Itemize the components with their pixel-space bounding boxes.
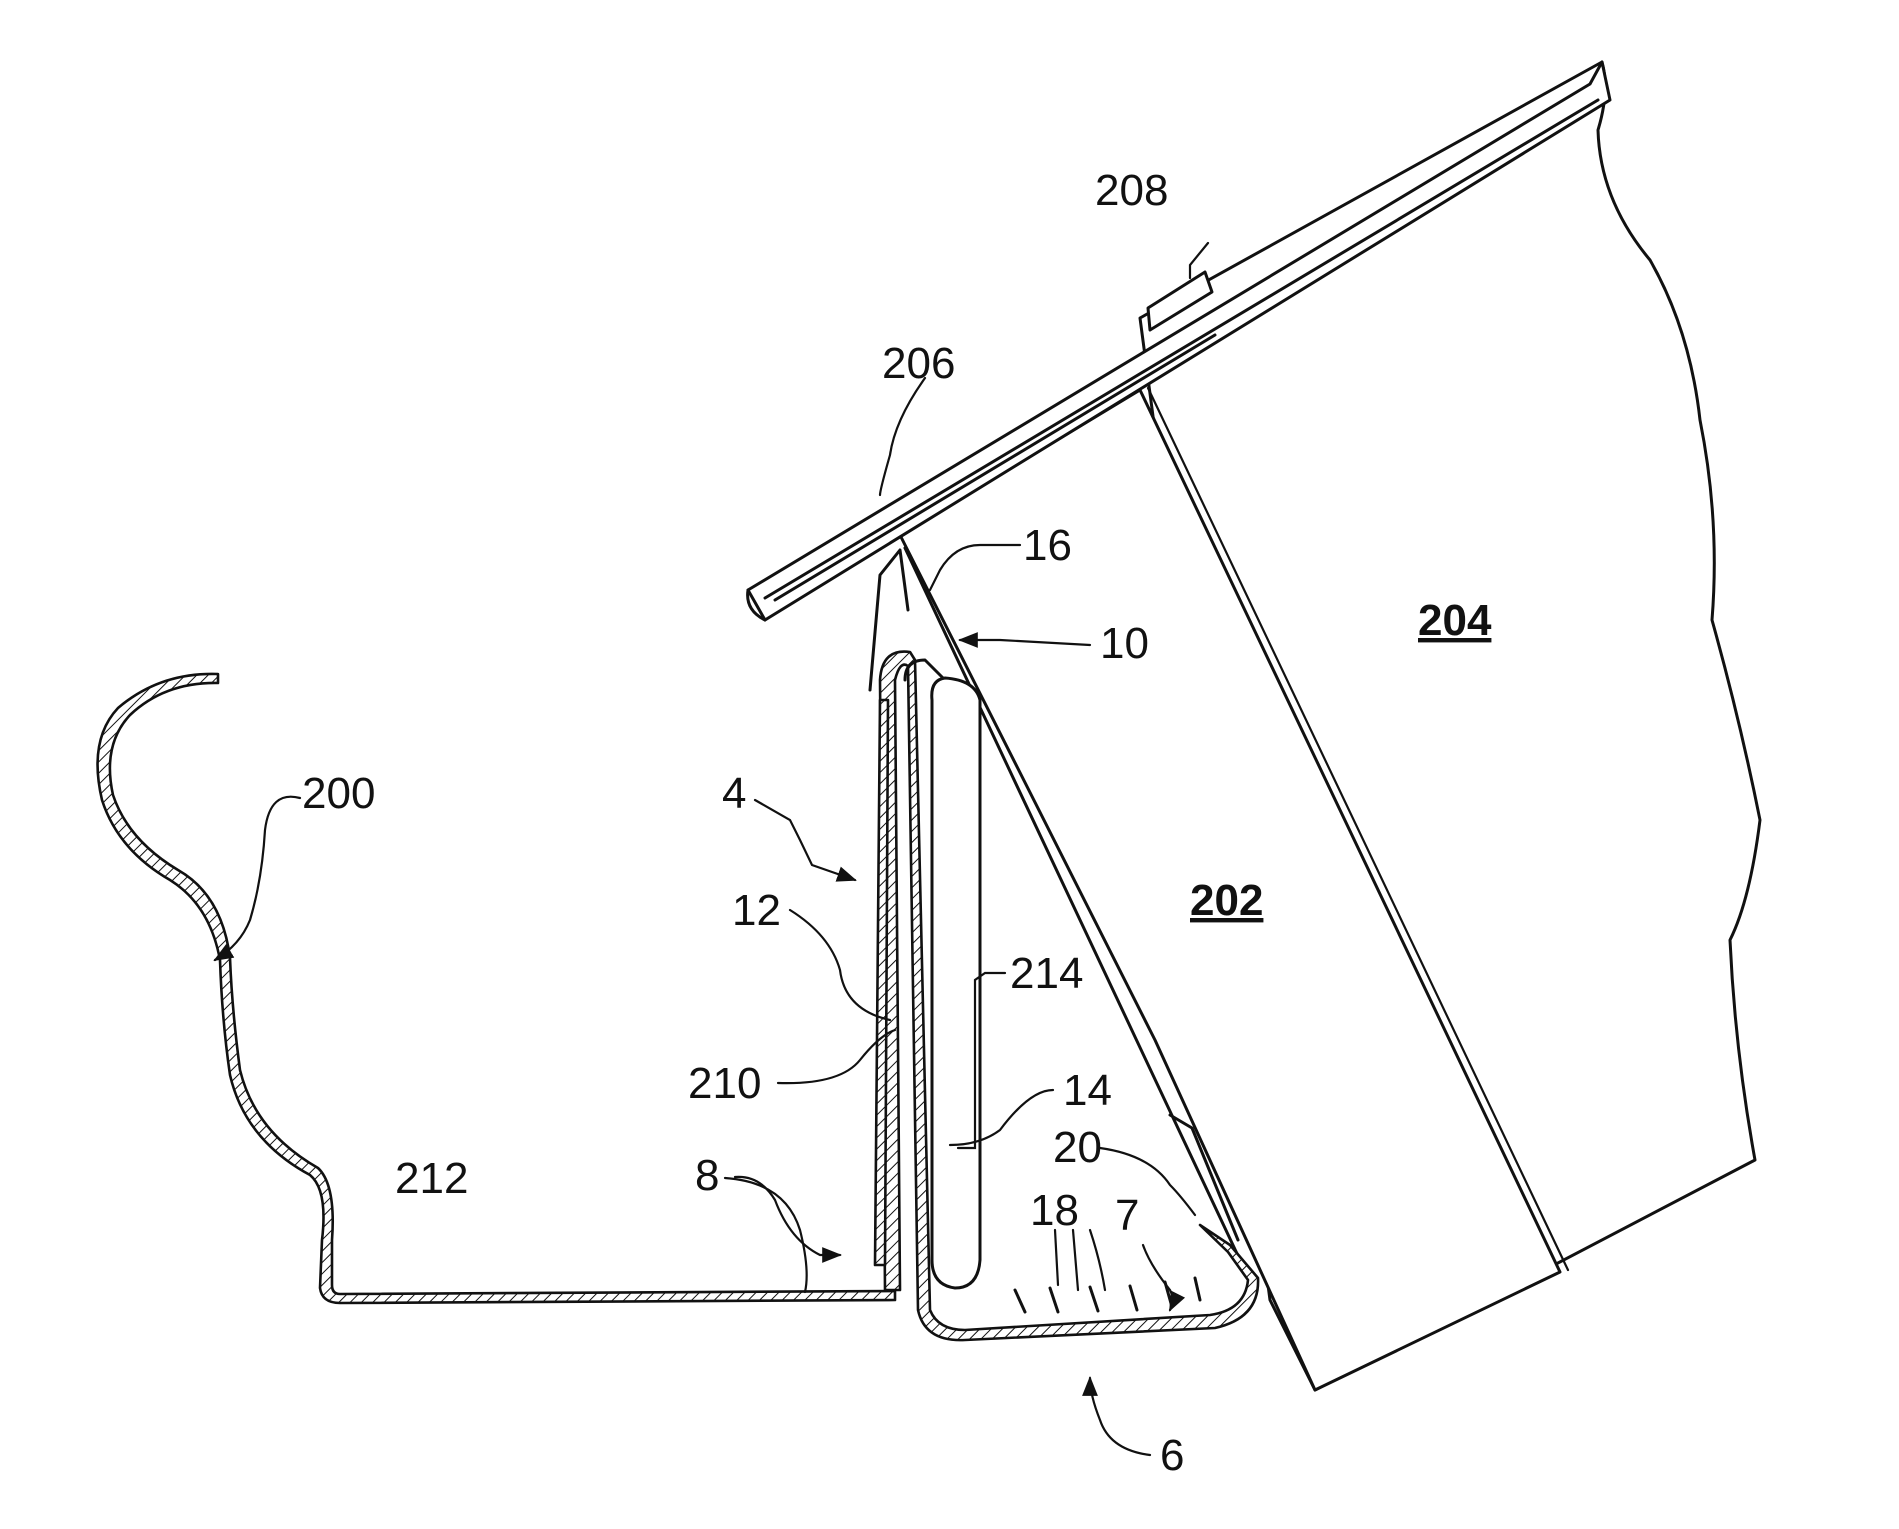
label-6: 6 xyxy=(1160,1431,1184,1480)
leader-8 xyxy=(735,1177,840,1255)
label-4: 4 xyxy=(722,769,746,818)
leader-12 xyxy=(790,910,890,1020)
leader-6 xyxy=(1090,1378,1150,1455)
label-10: 10 xyxy=(1100,619,1149,668)
label-18: 18 xyxy=(1030,1186,1079,1235)
gutter-200 xyxy=(98,674,895,1303)
label-214: 214 xyxy=(1010,949,1083,998)
label-20: 20 xyxy=(1053,1123,1102,1172)
leader-200 xyxy=(215,797,300,960)
label-7: 7 xyxy=(1115,1191,1139,1240)
leader-18b xyxy=(1073,1230,1078,1290)
label-12: 12 xyxy=(732,886,781,935)
leader-7 xyxy=(1143,1245,1173,1310)
label-200: 200 xyxy=(302,769,375,818)
label-16: 16 xyxy=(1023,521,1072,570)
label-208: 208 xyxy=(1095,166,1168,215)
label-14: 14 xyxy=(1063,1066,1112,1115)
label-210: 210 xyxy=(688,1059,761,1108)
leader-18c xyxy=(1090,1230,1105,1290)
leader-4 xyxy=(755,800,855,880)
label-212: 212 xyxy=(395,1154,468,1203)
leader-18a xyxy=(1055,1230,1058,1285)
label-8: 8 xyxy=(695,1151,719,1200)
label-204: 204 xyxy=(1418,596,1492,645)
label-206: 206 xyxy=(882,339,955,388)
label-202: 202 xyxy=(1190,876,1263,925)
leader-206 xyxy=(880,378,925,495)
